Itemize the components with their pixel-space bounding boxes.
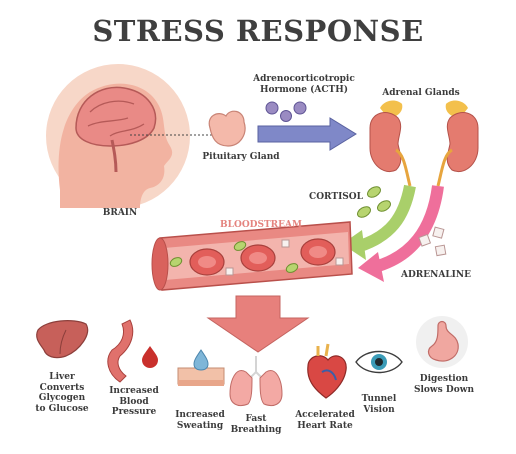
cortisol-label: CORTISOL	[309, 192, 363, 202]
acth-molecules	[265, 101, 307, 122]
effect-label-liver: Liver Converts Glycogen to Glucose	[35, 372, 89, 414]
effect-label-digestion: Digestion Slows Down	[414, 374, 474, 395]
page-title: STRESS RESPONSE	[92, 14, 424, 48]
blood-vessel-icon	[107, 319, 158, 383]
effect-label-breathing: Fast Breathing	[230, 414, 282, 435]
head-brain-illustration	[46, 64, 212, 208]
liver-icon	[36, 320, 89, 359]
brain-label: BRAIN	[102, 208, 138, 218]
adrenal-glands-label: Adrenal Glands	[382, 88, 460, 98]
adrenaline-arrow	[358, 185, 444, 282]
bloodstream-vessel	[151, 221, 353, 291]
acth-arrow	[257, 117, 357, 151]
sweat-skin-icon	[177, 349, 225, 386]
adrenal-glands-illustration	[369, 100, 479, 187]
pituitary-gland-illustration	[208, 110, 246, 147]
effect-label-tunnel-vision: Tunnel Vision	[361, 394, 397, 415]
cortisol-molecules	[357, 186, 391, 218]
effect-label-heart-rate: Accelerated Heart Rate	[295, 410, 355, 431]
stomach-icon	[416, 316, 468, 368]
eye-icon	[355, 350, 403, 374]
acth-label: Adrenocorticotropic Hormone (ACTH)	[253, 74, 355, 95]
bloodstream-label: BLOODSTREAM	[220, 220, 302, 230]
main-down-arrow	[206, 295, 310, 353]
effect-label-blood-pressure: Increased Blood Pressure	[109, 386, 159, 418]
cortisol-arrow	[342, 184, 416, 260]
adrenaline-molecules	[418, 226, 447, 257]
lungs-icon	[229, 356, 283, 407]
adrenaline-label: ADRENALINE	[401, 270, 471, 280]
heart-icon	[307, 343, 347, 399]
pituitary-gland-label: Pituitary Gland	[202, 152, 280, 162]
effect-label-sweating: Increased Sweating	[175, 410, 225, 431]
